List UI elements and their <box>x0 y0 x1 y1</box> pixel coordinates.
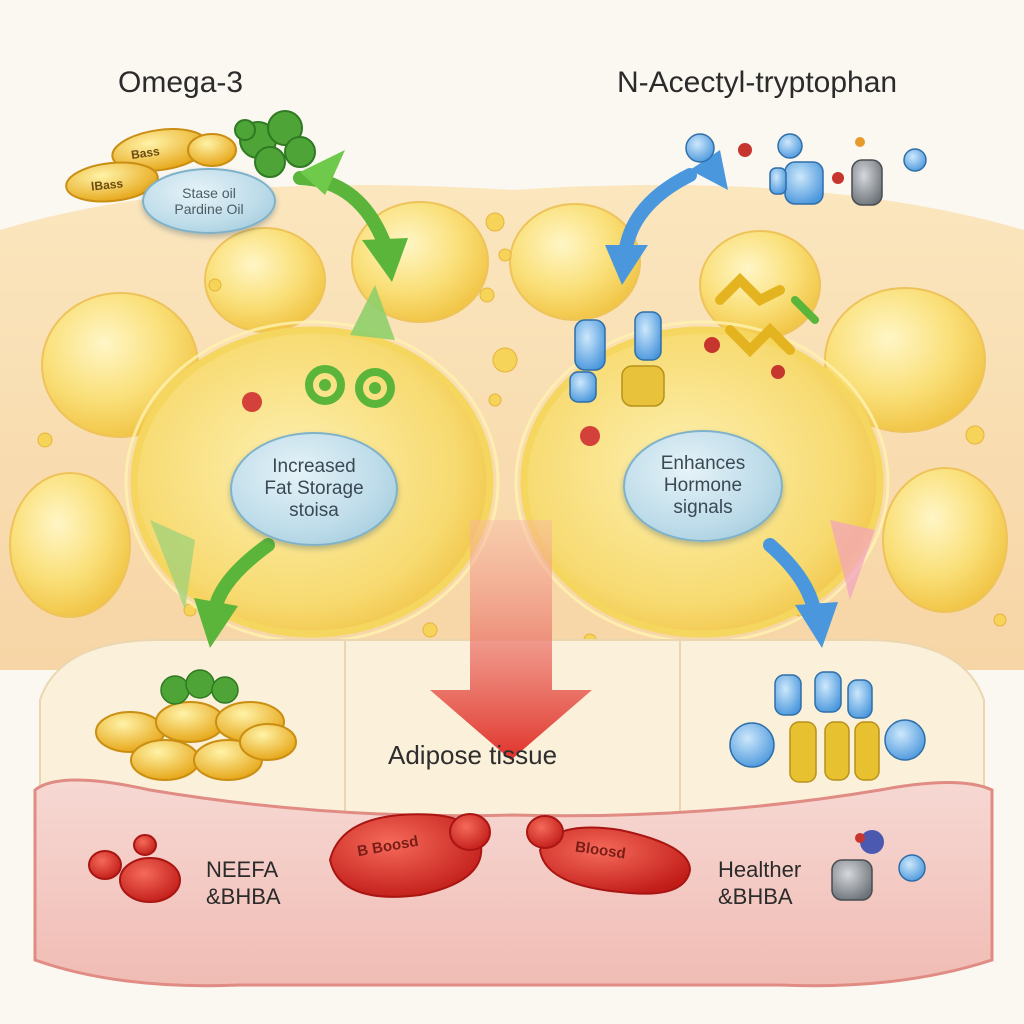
left-cell-label-line: Fat Storage <box>264 478 364 500</box>
leaf-icon <box>300 150 345 195</box>
arrow-icon <box>795 602 838 648</box>
gear-icon <box>319 379 381 394</box>
right-cell-label-line: Hormone <box>663 475 743 497</box>
leaf-icon <box>150 520 195 610</box>
gear-icon <box>305 365 395 408</box>
tryptophan-title: N-Acectyl-tryptophan <box>617 66 898 99</box>
capsule-icon <box>65 128 237 203</box>
molecule-icon <box>242 392 262 412</box>
molecule-icon <box>685 133 927 206</box>
right-cell-label-line: signals <box>673 496 733 518</box>
molecule-icon <box>234 110 316 178</box>
molecule-icon <box>160 669 239 705</box>
blood-left-label: NEEFA &BHBA <box>206 857 281 909</box>
omega3-title: Omega-3 <box>118 66 244 99</box>
adipose-tissue-label: Adipose tissue <box>388 740 558 770</box>
arrow-icon <box>362 238 408 282</box>
molecule-icon <box>831 830 926 901</box>
leaf-icon <box>350 285 395 340</box>
blood-vessel-band <box>33 778 994 988</box>
right-cell-label-line: Enhances <box>660 453 746 475</box>
left-cell-label-line: stoisa <box>289 499 339 521</box>
arrow-icon <box>194 598 238 648</box>
arrow-icon <box>690 150 728 190</box>
capsule-icon <box>95 701 297 781</box>
oil-label-line: Pardine Oil <box>174 201 244 217</box>
arrow-icon <box>430 520 592 760</box>
arrow-icon <box>605 245 648 285</box>
blood-cell-icon <box>88 813 692 903</box>
blood-right-label: Healther &BHBA <box>718 857 802 909</box>
left-cell-label: Increased Fat Storage stoisa <box>230 432 398 546</box>
molecule-icon <box>729 671 926 783</box>
left-cell-label-line: Increased <box>272 456 356 478</box>
oil-label-bubble: Stase oil Pardine Oil <box>142 168 276 234</box>
molecule-icon <box>569 272 819 446</box>
leaf-icon <box>830 520 875 600</box>
oil-label-line: Stase oil <box>182 184 236 201</box>
right-cell-label: Enhances Hormone signals <box>623 430 783 542</box>
